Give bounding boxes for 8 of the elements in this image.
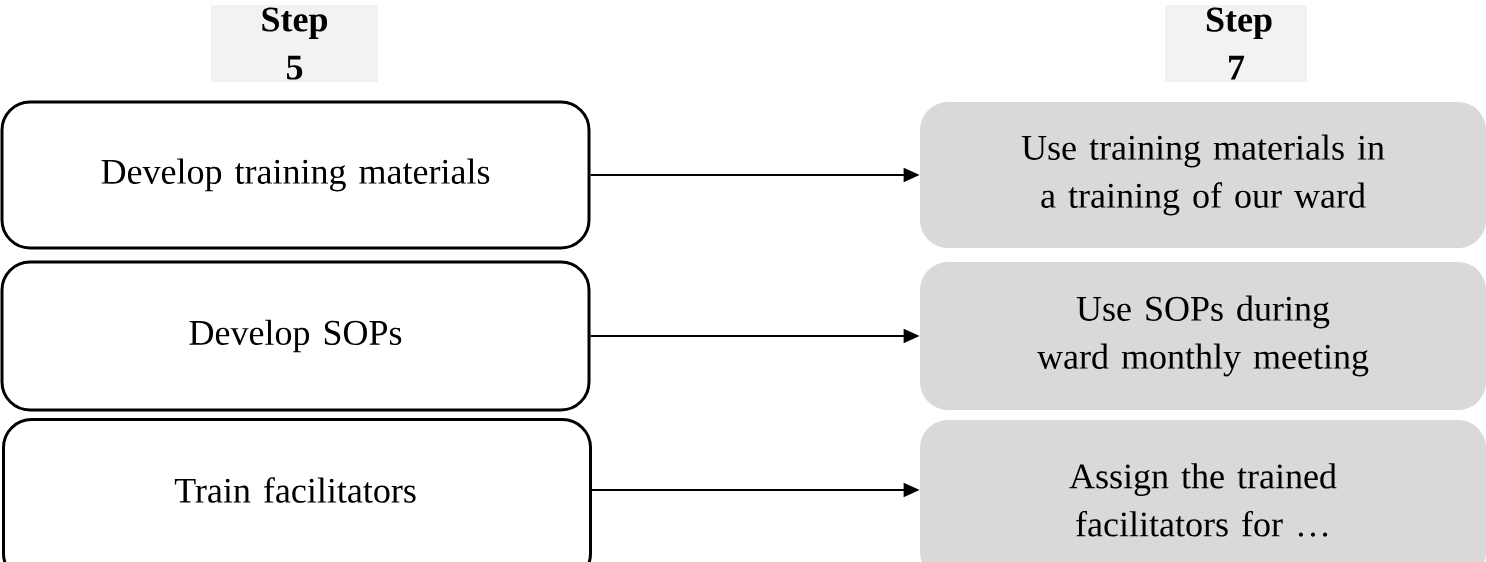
step-label: Step 7 bbox=[1165, 5, 1307, 82]
step-label: Step 5 bbox=[211, 5, 378, 82]
step-box: Train facilitators bbox=[2, 418, 592, 562]
step-box: Use SOPs during ward monthly meeting bbox=[920, 262, 1486, 410]
step-box: Use training materials in a training of our ward bbox=[920, 102, 1486, 248]
step-box: Assign the trained facilitators for … bbox=[920, 420, 1486, 562]
step-box: Develop SOPs bbox=[0, 260, 591, 412]
step-box: Develop training materials bbox=[0, 100, 591, 250]
